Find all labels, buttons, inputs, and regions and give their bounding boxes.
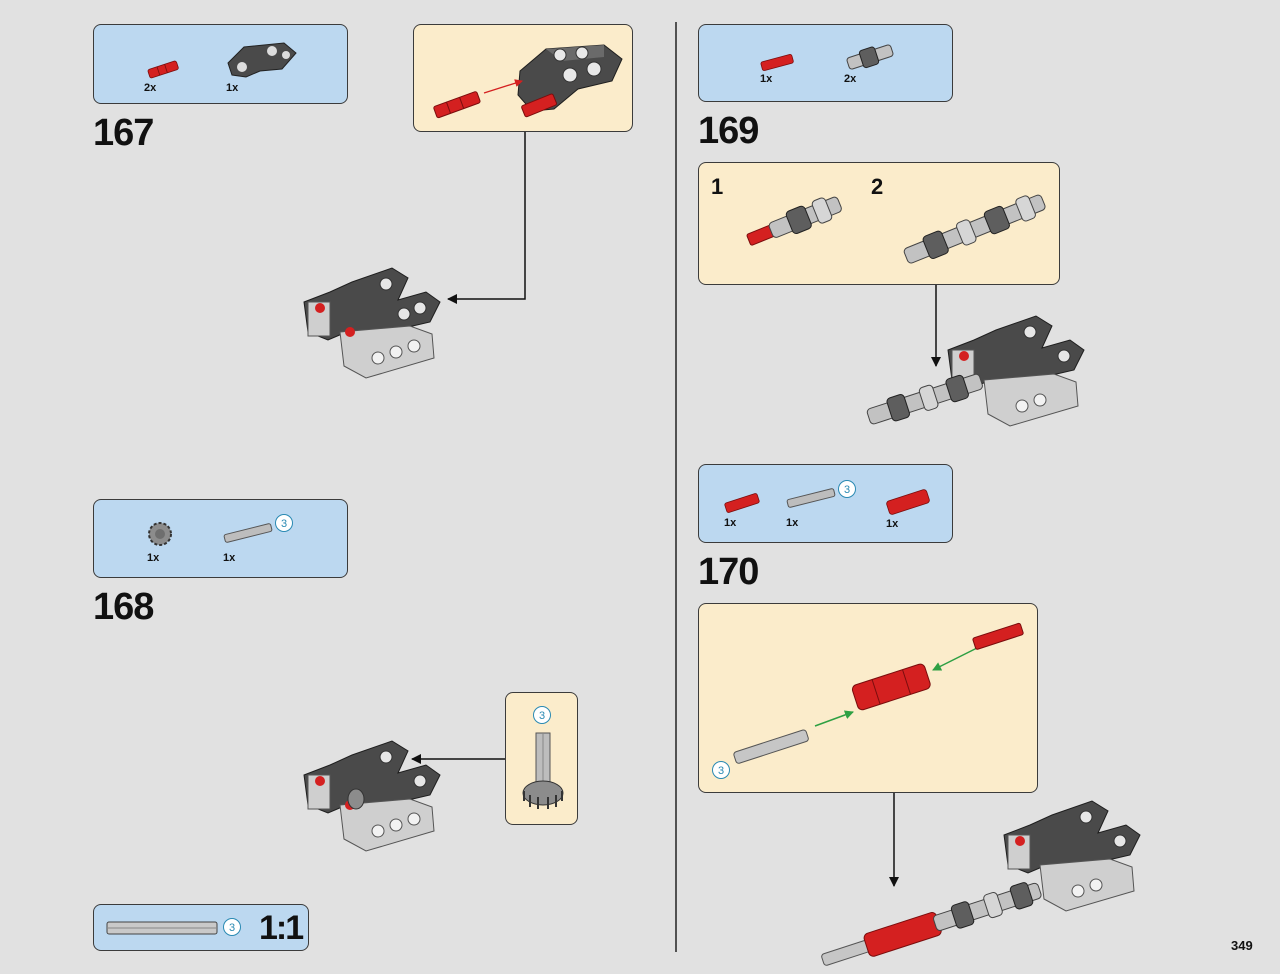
part-qty: 1x <box>786 517 799 529</box>
step-168-model-illustration <box>303 740 441 852</box>
step-169-parts-box: 1x 2x <box>698 24 953 102</box>
axle-icon <box>786 488 836 508</box>
universal-joint-icon <box>846 44 894 70</box>
part-qty: 1x <box>147 552 160 564</box>
substep-number: 2 <box>871 174 884 199</box>
step-170-model-illustration <box>821 800 1141 966</box>
length-badge: 3 <box>275 514 293 532</box>
part-qty: 1x <box>760 73 773 85</box>
step-169-model-illustration <box>866 315 1085 427</box>
scale-legend-box: 3 1:1 <box>93 904 309 951</box>
part-qty: 2x <box>144 82 157 94</box>
axle-icon <box>223 523 273 543</box>
length-badge: 3 <box>533 706 551 724</box>
step-167-subassembly-callout <box>413 24 633 132</box>
subassembly-illustration <box>733 622 1024 764</box>
step-167-arrow <box>447 132 526 304</box>
step-number: 170 <box>698 551 759 593</box>
substep-number: 1 <box>711 174 724 199</box>
scale-label: 1:1 <box>259 909 304 947</box>
step-170-parts-box: 1x 3 1x 1x <box>698 464 953 543</box>
step-168-subassembly-callout: 3 <box>505 692 578 825</box>
substep-1-illustration <box>746 196 842 246</box>
part-qty: 2x <box>844 73 857 85</box>
part-qty: 1x <box>226 82 239 94</box>
axle-scale-icon <box>106 921 218 935</box>
red-connector-icon <box>886 489 930 515</box>
part-qty: 1x <box>886 518 899 530</box>
red-axle-pin-icon <box>147 60 179 79</box>
part-qty: 1x <box>724 517 737 529</box>
red-axle-pin-icon <box>760 54 794 71</box>
substep-2-illustration <box>903 194 1046 264</box>
page-number: 349 <box>1231 938 1253 953</box>
gear-icon <box>148 522 172 546</box>
part-qty: 1x <box>223 552 236 564</box>
gear-on-axle-illustration <box>522 732 564 809</box>
step-167-model-illustration <box>303 267 441 379</box>
step-169-subassembly-callout: 1 2 <box>698 162 1060 285</box>
length-badge: 3 <box>712 761 730 779</box>
red-axle-pin-icon <box>724 493 760 513</box>
subassembly-illustration <box>433 44 623 119</box>
step-number: 169 <box>698 110 759 152</box>
length-badge: 3 <box>223 918 241 936</box>
step-number: 168 <box>93 586 154 628</box>
length-badge: 3 <box>838 480 856 498</box>
step-167-parts-box: 2x 1x <box>93 24 348 104</box>
dark-beam-frame-icon <box>227 42 297 78</box>
step-170-subassembly-callout: 3 <box>698 603 1038 793</box>
step-number: 167 <box>93 112 154 154</box>
step-168-parts-box: 1x 3 1x <box>93 499 348 578</box>
